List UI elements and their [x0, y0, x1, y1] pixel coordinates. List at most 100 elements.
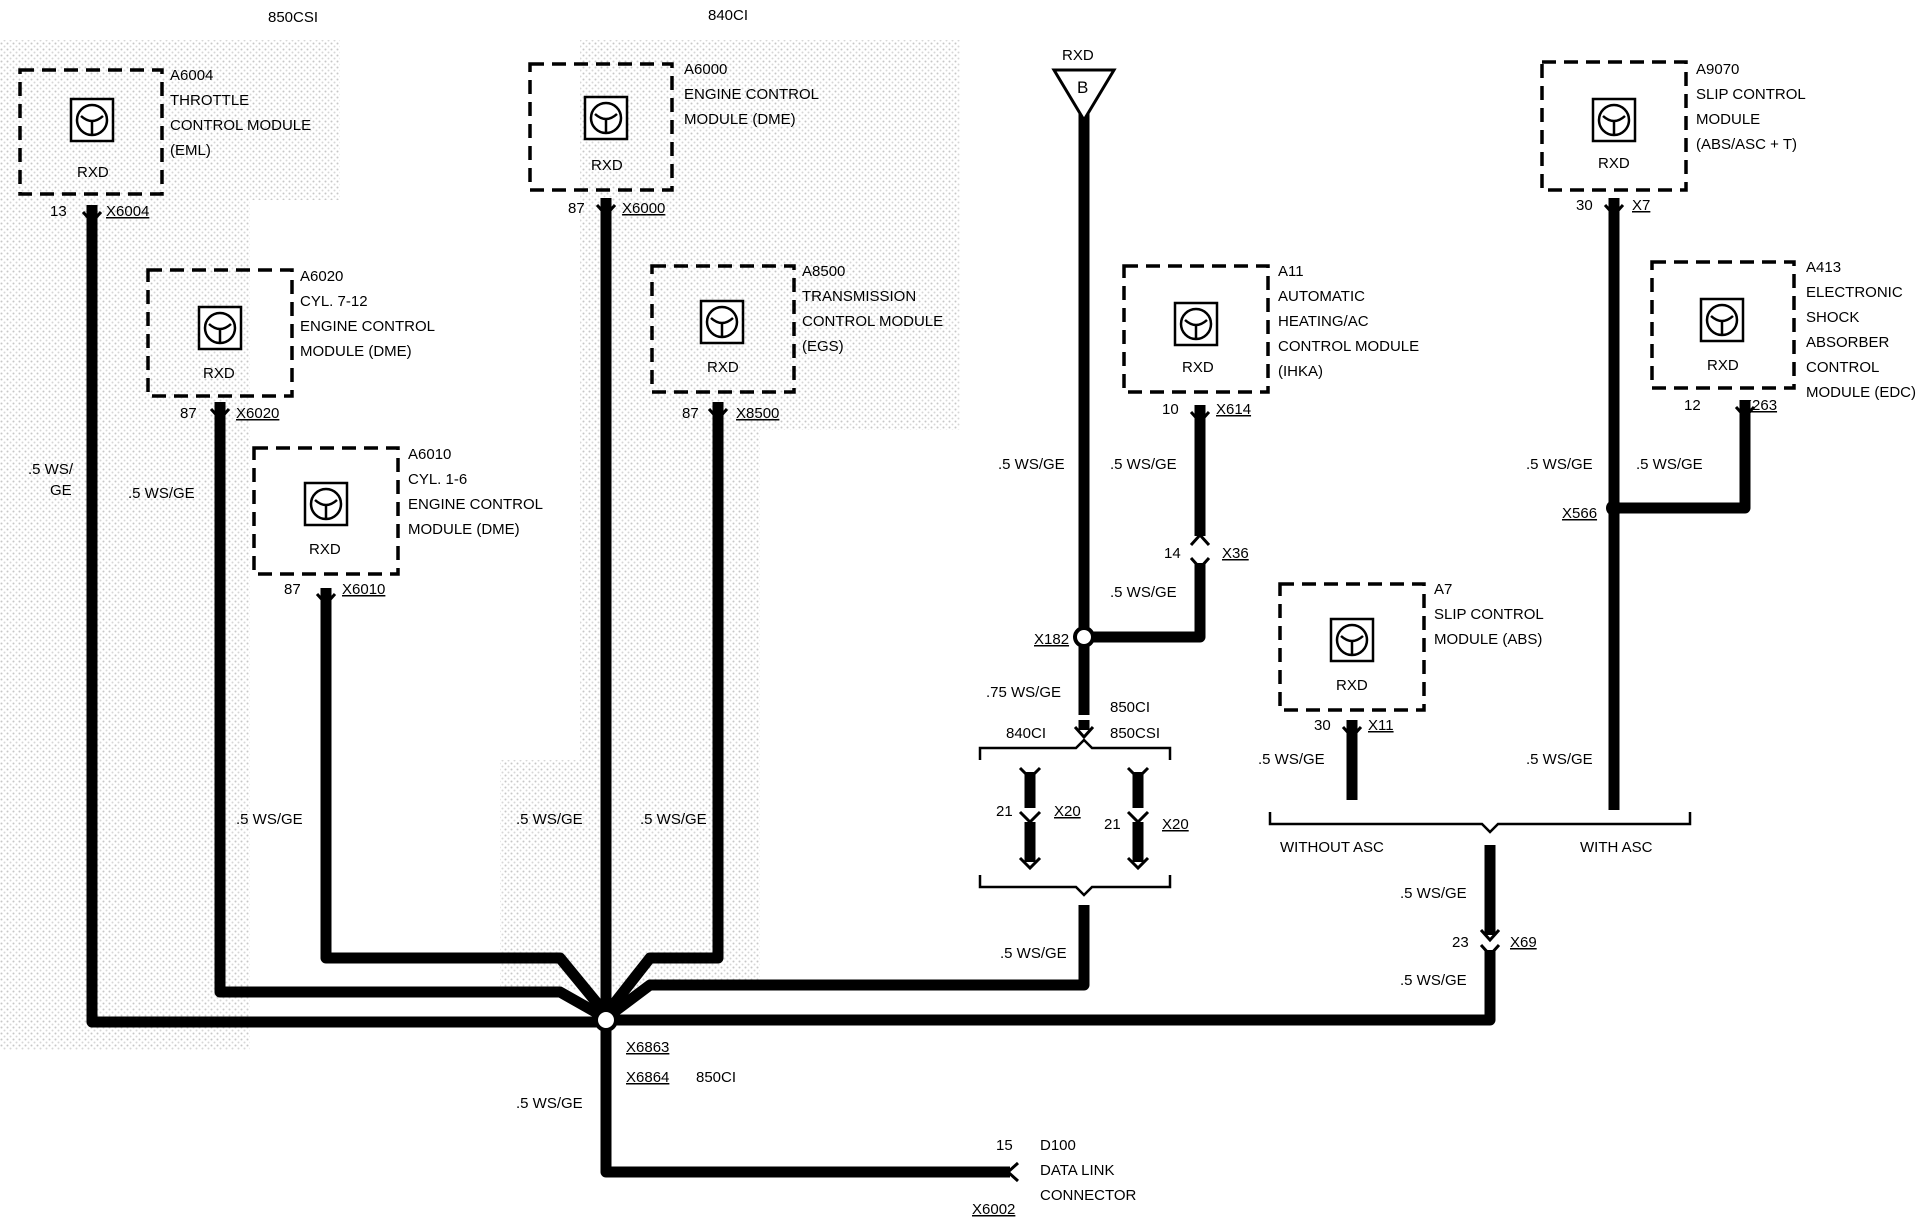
module-id: A7 — [1434, 581, 1452, 598]
module-desc-line: CYL. 1-6 — [408, 471, 467, 488]
b-ref-title: RXD — [1062, 47, 1094, 64]
wire-color-label: .5 WS/GE — [640, 811, 707, 828]
module-a7: RXD A7 SLIP CONTROL MODULE (ABS) 30 X11 — [1278, 581, 1544, 734]
b-reference: RXD B — [1051, 47, 1117, 123]
module-id: A6004 — [170, 67, 213, 84]
wire-color-label: .5 WS/GE — [1400, 885, 1467, 902]
splice-label: X182 — [1034, 631, 1069, 648]
module-id: A9070 — [1696, 61, 1739, 78]
module-a11: RXD A11 AUTOMATIC HEATING/AC CONTROL MOD… — [1122, 263, 1419, 418]
splice-points — [594, 500, 1622, 1032]
module-desc-line: (EML) — [170, 142, 211, 159]
option-label: WITH ASC — [1580, 839, 1653, 856]
module-desc-line: HEATING/AC — [1278, 313, 1369, 330]
module-desc-line: (ABS/ASC + T) — [1696, 136, 1797, 153]
module-desc-line: ABSORBER — [1806, 334, 1890, 351]
rxd-label: RXD — [77, 164, 109, 181]
module-id: A6010 — [408, 446, 451, 463]
pin-number: 15 — [996, 1137, 1013, 1154]
wire-color-label: .5 WS/GE — [1258, 751, 1325, 768]
variant-label-840ci: 840CI — [708, 7, 748, 24]
pin-number: 14 — [1164, 545, 1181, 562]
option-labels: 850CI 840CI 850CSI WITHOUT ASC WITH ASC — [1006, 699, 1653, 856]
pin-number: 23 — [1452, 934, 1469, 951]
module-desc-line: ENGINE CONTROL — [684, 86, 819, 103]
rxd-label: RXD — [1598, 155, 1630, 172]
module-desc-line: SLIP CONTROL — [1696, 86, 1806, 103]
wire-color-label: .5 WS/GE — [1526, 456, 1593, 473]
module-desc-line: MODULE (DME) — [300, 343, 412, 360]
option-label: 850CSI — [1110, 725, 1160, 742]
module-a6010: RXD A6010 CYL. 1-6 ENGINE CONTROL MODULE… — [252, 446, 543, 598]
module-id: A8500 — [802, 263, 845, 280]
module-desc-line: (EGS) — [802, 338, 844, 355]
wire-color-label: .5 WS/GE — [1526, 751, 1593, 768]
module-a6000: RXD A6000 ENGINE CONTROL MODULE (DME) 87… — [528, 61, 819, 217]
pin-number: 87 — [284, 581, 301, 598]
pin-number: 30 — [1314, 717, 1331, 734]
option-label: 840CI — [1006, 725, 1046, 742]
wire-color-label: .5 WS/GE — [998, 456, 1065, 473]
module-id: A6020 — [300, 268, 343, 285]
module-desc-line: AUTOMATIC — [1278, 288, 1365, 305]
connector-label: X6000 — [622, 200, 665, 217]
module-desc-line: ELECTRONIC — [1806, 284, 1903, 301]
wire-color-label: .75 WS/GE — [986, 684, 1061, 701]
pin-number: 12 — [1684, 397, 1701, 414]
connector-label: X7 — [1632, 197, 1650, 214]
module-desc-line: CYL. 7-12 — [300, 293, 368, 310]
wire-color-label: .5 WS/GE — [516, 811, 583, 828]
connector-label: X20 — [1162, 816, 1189, 833]
module-a6020: RXD A6020 CYL. 7-12 ENGINE CONTROL MODUL… — [146, 268, 435, 422]
x20-right-connector — [1126, 766, 1150, 871]
connector-label: X8500 — [736, 405, 779, 422]
rxd-label: RXD — [1336, 677, 1368, 694]
wire-color-label: .5 WS/GE — [516, 1095, 583, 1112]
module-desc-line: CONTROL MODULE — [1278, 338, 1419, 355]
module-desc-line: TRANSMISSION — [802, 288, 916, 305]
wire-color-label: .5 WS/GE — [1110, 584, 1177, 601]
variant-label-850csi: 850CSI — [268, 9, 318, 26]
splice-label: X6863 — [626, 1039, 669, 1056]
rxd-label: RXD — [591, 157, 623, 174]
module-a6004: RXD A6004 THROTTLE CONTROL MODULE (EML) … — [18, 67, 311, 220]
module-id: A11 — [1278, 263, 1304, 280]
splice-label: X566 — [1562, 505, 1597, 522]
rxd-label: RXD — [203, 365, 235, 382]
connector-desc-line: D100 — [1040, 1137, 1076, 1154]
option-label: WITHOUT ASC — [1280, 839, 1384, 856]
connector-label: X36 — [1222, 545, 1249, 562]
connector-label: X69 — [1510, 934, 1537, 951]
splice-variant-label: 850CI — [696, 1069, 736, 1086]
pin-number: 87 — [568, 200, 585, 217]
splice-label: X6864 — [626, 1069, 669, 1086]
module-a9070: RXD A9070 SLIP CONTROL MODULE (ABS/ASC +… — [1540, 60, 1806, 214]
d100-data-link-connector: 15 D100 DATA LINK CONNECTOR — [996, 1137, 1137, 1204]
variant-shading — [0, 40, 960, 1050]
wire-color-label: .5 WS/ — [28, 461, 74, 478]
wire-color-label: .5 WS/GE — [1000, 945, 1067, 962]
pin-number: 87 — [682, 405, 699, 422]
pin-number: 13 — [50, 203, 67, 220]
rxd-label: RXD — [309, 541, 341, 558]
x20-left-connector — [1018, 766, 1042, 871]
wire-color-label: GE — [50, 482, 72, 499]
connector-label: X263 — [1742, 397, 1777, 414]
wire-color-labels: .5 WS/ GE .5 WS/GE .5 WS/GE .5 WS/GE .5 … — [28, 456, 1703, 1112]
connector-desc-line: DATA LINK — [1040, 1162, 1114, 1179]
pin-number: 21 — [996, 803, 1013, 820]
module-desc-line: THROTTLE — [170, 92, 249, 109]
connector-label: X11 — [1368, 717, 1394, 734]
pin-number: 30 — [1576, 197, 1593, 214]
pin-number: 21 — [1104, 816, 1121, 833]
module-desc-line: MODULE (DME) — [684, 111, 796, 128]
module-desc-line: SLIP CONTROL — [1434, 606, 1544, 623]
connector-labels: 14 X36 X182 X566 21 X20 21 X20 23 X69 X6… — [626, 505, 1597, 1218]
module-desc-line: SHOCK — [1806, 309, 1859, 326]
module-desc-line: MODULE (EDC) — [1806, 384, 1916, 401]
module-a413: RXD A413 ELECTRONIC SHOCK ABSORBER CONTR… — [1650, 259, 1916, 414]
b-ref-letter: B — [1077, 78, 1088, 97]
module-desc-line: ENGINE CONTROL — [408, 496, 543, 513]
splice-x6863 — [594, 1008, 618, 1032]
